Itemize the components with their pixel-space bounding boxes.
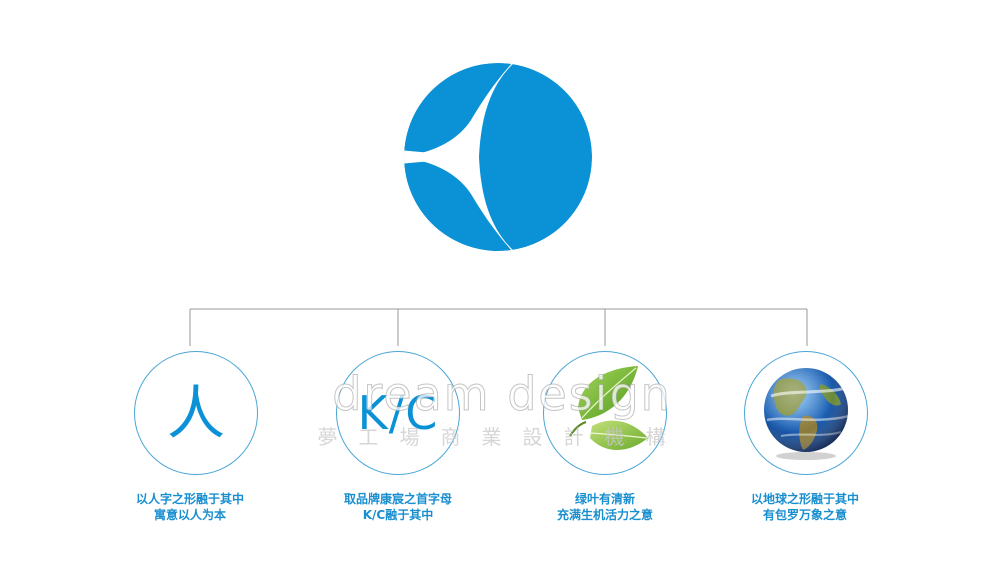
node-leaf: [543, 351, 667, 475]
earth-globe-icon: [764, 368, 848, 460]
caption-kc: 取品牌康宸之首字母 K/C融于其中: [308, 491, 488, 523]
caption-earth-line2: 有包罗万象之意: [762, 508, 847, 522]
ren-character-icon: 人: [166, 379, 225, 447]
caption-kc-line1: 取品牌康宸之首字母: [343, 492, 452, 506]
node-earth: [744, 351, 868, 475]
caption-ren: 以人字之形融于其中 寓意以人为本: [100, 491, 280, 523]
caption-ren-line2: 寓意以人为本: [153, 508, 226, 522]
caption-kc-line2: K/C融于其中: [362, 508, 434, 522]
caption-leaf-line2: 充满生机活力之意: [556, 508, 653, 522]
kc-letters-icon: K/C: [357, 386, 439, 440]
node-kc: K/C: [336, 351, 460, 475]
caption-leaf-line1: 绿叶有清新: [574, 492, 635, 506]
green-leaf-icon: [569, 366, 648, 450]
caption-earth: 以地球之形融于其中 有包罗万象之意: [715, 491, 895, 523]
node-ren: 人: [134, 351, 258, 475]
kc-globe-logo-icon: [404, 63, 592, 251]
caption-leaf: 绿叶有清新 充满生机活力之意: [515, 491, 695, 523]
caption-earth-line1: 以地球之形融于其中: [750, 492, 859, 506]
caption-ren-line1: 以人字之形融于其中: [135, 492, 244, 506]
